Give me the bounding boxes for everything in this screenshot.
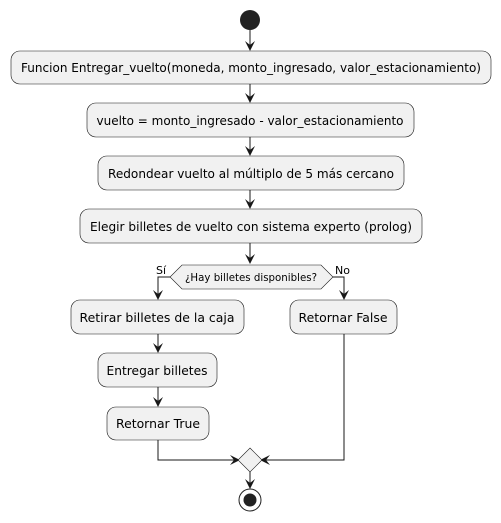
decision-yes-label: Sí [156, 264, 167, 277]
arrowhead [245, 93, 255, 103]
activity-func-decl: Funcion Entregar_vuelto(moneda, monto_in… [10, 50, 492, 85]
activity-choose: Elegir billetes de vuelto con sistema ex… [79, 208, 423, 244]
activity-deliver-label: Entregar billetes [107, 363, 208, 378]
activity-withdraw: Retirar billetes de la caja [70, 299, 245, 335]
activity-ret-true-label: Retornar True [116, 416, 200, 431]
activity-ret-false: Retornar False [289, 299, 398, 335]
arrowhead [260, 455, 270, 465]
activity-round-label: Redondear vuelto al múltiplo de 5 más ce… [108, 166, 394, 181]
decision-node: ¿Hay billetes disponibles? [169, 264, 334, 290]
merge-node [237, 447, 263, 473]
activity-round: Redondear vuelto al múltiplo de 5 más ce… [97, 155, 405, 191]
activity-ret-true: Retornar True [106, 406, 210, 441]
activity-ret-false-label: Retornar False [299, 310, 388, 325]
activity-calc-label: vuelto = monto_ingresado - valor_estacio… [97, 113, 404, 128]
arrowhead [245, 199, 255, 209]
arrowhead [153, 397, 163, 407]
arrowhead [245, 479, 255, 489]
edge-false-to-merge [266, 334, 345, 461]
activity-func-decl-label: Funcion Entregar_vuelto(moneda, monto_in… [21, 60, 481, 75]
start-node [240, 10, 260, 30]
edge-decision-yes [157, 276, 170, 294]
activity-withdraw-label: Retirar billetes de la caja [80, 310, 235, 325]
edge-true-to-merge [157, 440, 234, 461]
activity-calc: vuelto = monto_ingresado - valor_estacio… [86, 102, 415, 138]
activity-deliver: Entregar billetes [97, 352, 218, 388]
arrowhead [245, 41, 255, 51]
arrowhead [245, 254, 255, 264]
decision-question: ¿Hay billetes disponibles? [185, 271, 317, 284]
activity-choose-label: Elegir billetes de vuelto con sistema ex… [90, 219, 412, 234]
arrowhead [339, 290, 349, 300]
decision-no-label: No [335, 264, 350, 277]
edge-decision-no [333, 276, 345, 294]
arrowhead [230, 455, 240, 465]
arrowhead [245, 146, 255, 156]
arrowhead [153, 343, 163, 353]
end-node [238, 488, 262, 512]
arrowhead [153, 290, 163, 300]
